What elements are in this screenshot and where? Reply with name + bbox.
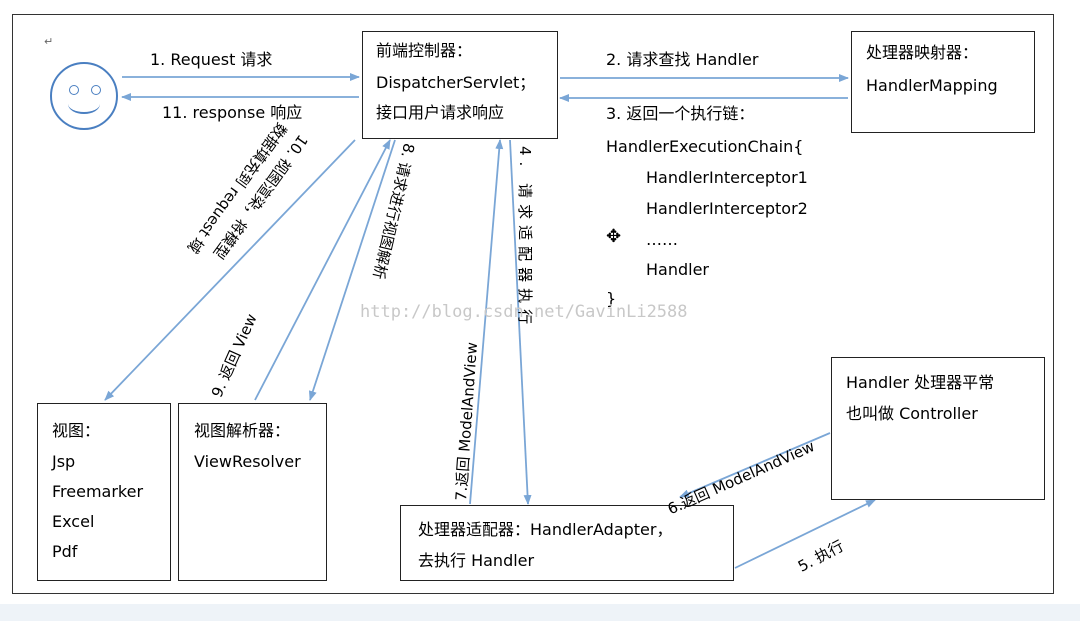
handler-box xyxy=(831,357,1045,500)
view-item: Pdf xyxy=(52,542,78,561)
edit-mark-top-left: ↵ xyxy=(44,35,54,48)
handler-adapter-line1: 处理器适配器：HandlerAdapter， xyxy=(418,520,673,539)
view-box xyxy=(37,403,171,581)
handler-line1: Handler 处理器平常 xyxy=(846,373,995,392)
execution-chain-item: …… xyxy=(646,230,678,249)
front-controller-line1: 前端控制器： xyxy=(376,41,473,60)
view-resolver-line2: ViewResolver xyxy=(194,452,301,471)
arrow-step-6 xyxy=(679,432,831,498)
handler-adapter-line2: 去执行 Handler xyxy=(418,551,535,570)
front-controller-line2: DispatcherServlet； xyxy=(376,73,536,92)
view-item: Jsp xyxy=(52,452,76,471)
view-item: Excel xyxy=(52,512,95,531)
execution-chain-head: HandlerExecutionChain{ xyxy=(606,137,804,156)
step-3-label: 3. 返回一个执行链： xyxy=(606,104,755,123)
handler-mapping-line2: HandlerMapping xyxy=(866,76,998,95)
watermark: http://blog.csdn.net/GavinLi2588 xyxy=(360,302,688,322)
step-2-label: 2. 请求查找 Handler xyxy=(606,50,759,69)
execution-chain-tail: } xyxy=(606,289,617,308)
view-resolver-box xyxy=(178,403,327,581)
execution-chain-item: HandlerInterceptor1 xyxy=(646,168,808,187)
arrow-step-7 xyxy=(469,139,504,505)
arrow-step-9 xyxy=(254,139,391,401)
arrow-step-10 xyxy=(104,139,356,401)
move-handle-icon[interactable]: ✥ xyxy=(606,226,622,247)
handler-adapter-box xyxy=(400,505,734,581)
front-controller-box xyxy=(362,31,558,139)
handler-mapping-line1: 处理器映射器： xyxy=(866,43,979,62)
arrow-step-4 xyxy=(509,139,532,505)
view-resolver-line1: 视图解析器： xyxy=(194,421,291,440)
view-item: Freemarker xyxy=(52,482,144,501)
user-icon xyxy=(50,62,118,130)
handler-line2: 也叫做 Controller xyxy=(846,404,978,423)
arrow-step-8 xyxy=(308,139,396,401)
view-title: 视图： xyxy=(52,421,101,440)
front-controller-line3: 接口用户请求响应 xyxy=(376,103,505,122)
bottom-strip xyxy=(0,604,1080,621)
execution-chain-item: Handler xyxy=(646,260,709,279)
execution-chain-item: HandlerInterceptor2 xyxy=(646,199,808,218)
step-11-label: 11. response 响应 xyxy=(162,103,303,122)
arrow-step-5 xyxy=(734,499,876,569)
step-1-label: 1. Request 请求 xyxy=(150,50,273,69)
handler-mapping-box xyxy=(851,31,1035,133)
